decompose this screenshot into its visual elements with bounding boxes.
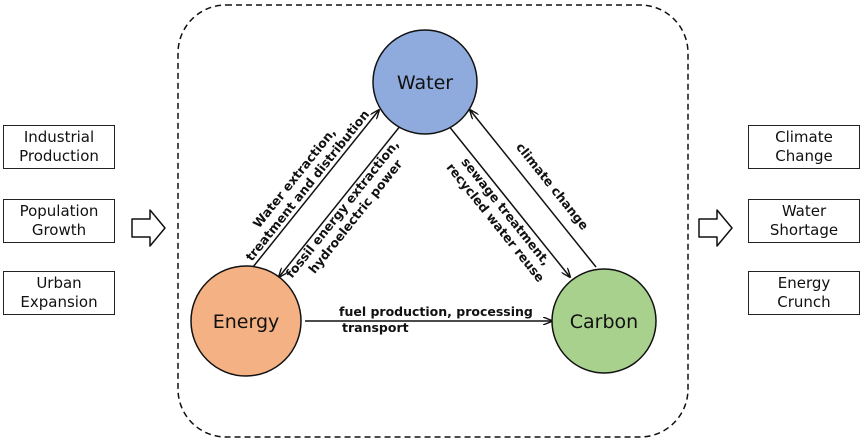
- impact-water-shortage: Water Shortage: [748, 199, 860, 243]
- output-arrow-icon: [698, 209, 733, 247]
- edge-label-energy-to-water: Water extraction, treatment and distribu…: [231, 98, 373, 264]
- factor-label: Industrial Production: [19, 128, 99, 165]
- node-carbon-circle: [551, 268, 657, 374]
- node-energy-circle: [190, 265, 302, 377]
- node-energy: Energy: [190, 265, 302, 377]
- impact-climate-change: Climate Change: [748, 125, 860, 169]
- node-water-label: Water: [397, 72, 453, 94]
- node-water: Water: [372, 29, 478, 135]
- impact-label: Energy Crunch: [777, 274, 831, 311]
- factor-urban-expansion: Urban Expansion: [3, 271, 115, 315]
- impact-label: Water Shortage: [769, 202, 839, 239]
- edge-label-energy-to-carbon: fuel production, processing transport: [339, 304, 537, 335]
- node-water-circle: [372, 29, 478, 135]
- factor-label: Urban Expansion: [20, 274, 98, 311]
- node-carbon-label: Carbon: [570, 311, 638, 333]
- factor-industrial-production: Industrial Production: [3, 125, 115, 169]
- input-arrow-icon: [131, 209, 166, 247]
- impact-energy-crunch: Energy Crunch: [748, 271, 860, 315]
- factor-label: Population Growth: [19, 202, 99, 239]
- impact-label: Climate Change: [775, 128, 833, 165]
- factor-population-growth: Population Growth: [3, 199, 115, 243]
- arrow-water-to-energy: [279, 119, 406, 277]
- node-carbon: Carbon: [551, 268, 657, 374]
- arrow-carbon-to-water: [470, 110, 597, 268]
- node-energy-label: Energy: [213, 311, 280, 333]
- arrow-energy-to-water: [252, 110, 379, 268]
- arrow-water-to-carbon: [443, 119, 570, 277]
- edge-label-carbon-to-water: climate change: [513, 140, 592, 233]
